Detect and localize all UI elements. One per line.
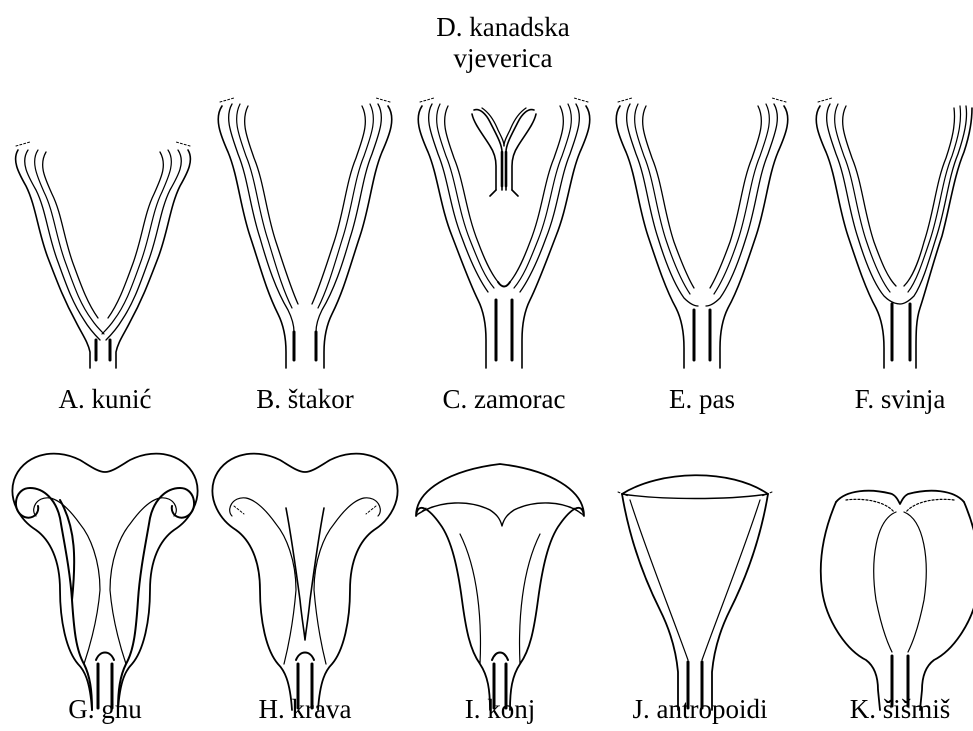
label-d-canadian-squirrel: D. kanadska vjeverica [436, 12, 569, 74]
label-a-rabbit: A. kunić [59, 384, 152, 414]
label-j-anthropoid: J. antropoidi [633, 694, 768, 724]
uterus-d-canadian-squirrel [472, 108, 536, 196]
label-f-pig: F. svinja [855, 384, 946, 414]
label-c-guinea-pig: C. zamorac [443, 384, 566, 414]
uterus-f-pig [816, 98, 972, 368]
uterus-h-cow [212, 454, 397, 710]
uterus-c-guinea-pig [418, 98, 590, 368]
uterus-b-rat [218, 98, 392, 368]
uterus-k-bat [821, 491, 973, 710]
label-d-line2: vjeverica [436, 43, 569, 74]
uterus-e-dog [616, 98, 788, 368]
label-e-dog: E. pas [669, 384, 735, 414]
uterus-j-anthropoid [618, 475, 772, 710]
label-h-cow: H. krava [259, 694, 352, 724]
label-k-bat: K. šišmiš [850, 694, 951, 724]
uterus-g-gnu [12, 454, 197, 710]
label-b-rat: B. štakor [256, 384, 354, 414]
label-g-gnu: G. gnu [68, 694, 142, 724]
uterus-i-horse [416, 464, 584, 710]
label-i-horse: I. konj [465, 694, 536, 724]
uterus-a-rabbit [16, 142, 191, 368]
label-d-line1: D. kanadska [436, 12, 569, 43]
